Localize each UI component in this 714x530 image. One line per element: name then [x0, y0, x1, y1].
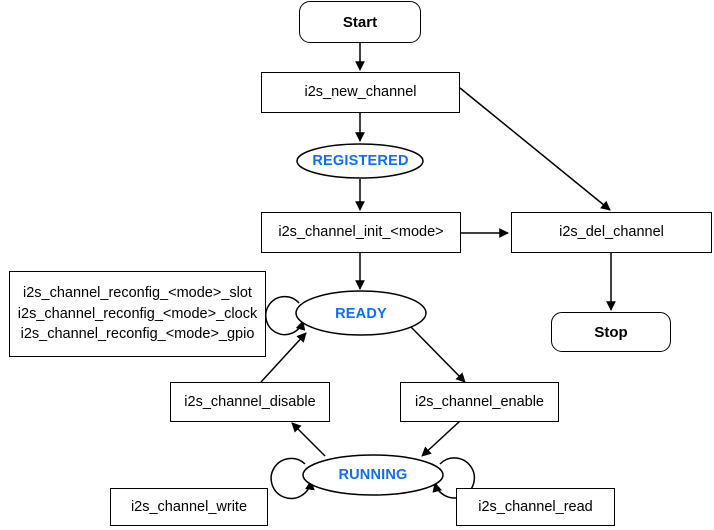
- state-running-shape: [302, 454, 444, 496]
- node-i2s-channel-read-label: i2s_channel_read: [478, 498, 593, 515]
- state-ready-label: READY: [335, 305, 387, 322]
- state-running-label: RUNNING: [338, 467, 408, 483]
- edge-running-to-channel-disable: [291, 422, 326, 457]
- node-i2s-channel-enable[interactable]: i2s_channel_enable: [400, 382, 559, 422]
- edge-channel-disable-to-ready: [260, 332, 307, 383]
- node-i2s-del-channel[interactable]: i2s_del_channel: [511, 212, 712, 253]
- node-i2s-channel-write-label: i2s_channel_write: [130, 498, 248, 515]
- node-start-label: Start: [342, 13, 378, 31]
- state-running[interactable]: RUNNING: [303, 455, 443, 495]
- state-ready[interactable]: READY: [296, 292, 426, 335]
- node-i2s-channel-enable-label: i2s_channel_enable: [415, 393, 544, 410]
- state-registered[interactable]: REGISTERED: [297, 144, 424, 178]
- node-i2s-channel-write[interactable]: i2s_channel_write: [110, 488, 268, 526]
- node-i2s-new-channel-label: i2s_new_channel: [304, 84, 417, 101]
- node-i2s-channel-disable-label: i2s_channel_disable: [184, 393, 316, 410]
- state-registered-shape: [296, 143, 424, 179]
- node-i2s-new-channel[interactable]: i2s_new_channel: [261, 72, 460, 113]
- node-stop-label: Stop: [594, 323, 628, 341]
- node-i2s-channel-disable[interactable]: i2s_channel_disable: [170, 382, 330, 422]
- node-i2s-channel-init-label: i2s_channel_init_<mode>: [278, 224, 444, 241]
- node-start[interactable]: Start: [299, 1, 421, 43]
- node-i2s-del-channel-label: i2s_del_channel: [559, 224, 664, 241]
- node-i2s-channel-reconfig[interactable]: i2s_channel_reconfig_<mode>_slot i2s_cha…: [9, 271, 266, 357]
- node-i2s-channel-init[interactable]: i2s_channel_init_<mode>: [261, 212, 461, 253]
- edge-new-channel-to-del-channel: [459, 87, 611, 211]
- edge-ready-self-loop: [265, 295, 306, 336]
- node-i2s-channel-reconfig-label: i2s_channel_reconfig_<mode>_slot i2s_cha…: [17, 285, 258, 343]
- node-stop[interactable]: Stop: [551, 312, 671, 352]
- node-i2s-channel-read[interactable]: i2s_channel_read: [456, 488, 615, 526]
- edge-ready-to-channel-enable: [410, 326, 466, 383]
- state-ready-shape: [295, 290, 427, 336]
- edge-channel-enable-to-running: [421, 420, 461, 457]
- state-registered-label: REGISTERED: [312, 153, 409, 169]
- edge-running-self-loop-left: [270, 457, 315, 500]
